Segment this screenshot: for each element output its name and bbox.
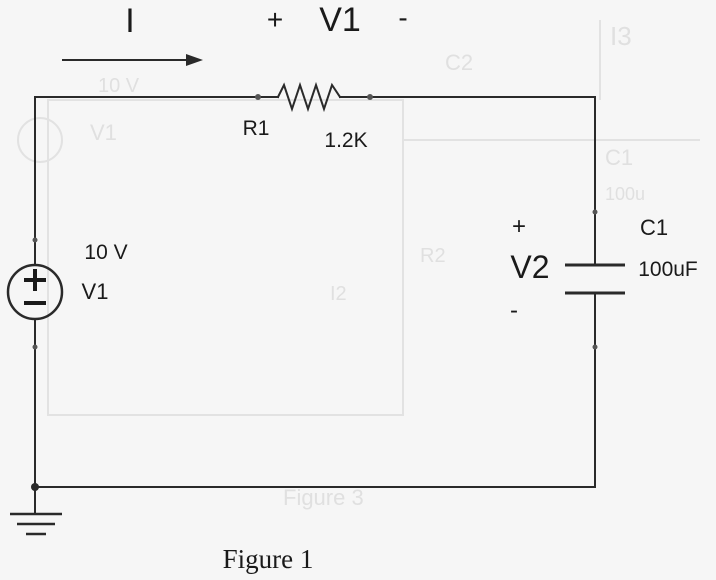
resistor-value: 1.2K bbox=[324, 129, 367, 152]
resistor-voltage-plus: + bbox=[267, 4, 283, 35]
ghost-text-5: C1 bbox=[605, 145, 633, 170]
ghost-text-6: 100u bbox=[605, 184, 645, 204]
capacitor-voltage-minus: - bbox=[510, 297, 518, 324]
capacitor-c1-symbol bbox=[565, 209, 625, 350]
current-arrow bbox=[62, 54, 203, 66]
ghost-text-1: I3 bbox=[610, 21, 632, 51]
resistor-voltage-minus: - bbox=[398, 2, 407, 33]
ghost-text-9: Figure 3 bbox=[283, 485, 364, 510]
ground-symbol bbox=[10, 483, 62, 536]
resistor-name: R1 bbox=[243, 117, 270, 140]
voltage-source-symbol bbox=[6, 237, 64, 350]
ghost-text-4: V1 bbox=[90, 120, 117, 145]
ghost-text-8: I2 bbox=[330, 283, 347, 305]
figure-caption: Figure 1 bbox=[223, 544, 314, 574]
source-name: V1 bbox=[82, 279, 109, 304]
ghost-text-7: R2 bbox=[420, 245, 446, 267]
capacitor-value: 100uF bbox=[638, 258, 698, 281]
circuit-wires bbox=[34, 96, 596, 513]
ghost-bleed-through: I3 C2 10 V V1 C1 100u R2 I2 Figure 3 bbox=[17, 20, 700, 510]
resistor-r1-symbol bbox=[255, 81, 373, 113]
capacitor-name: C1 bbox=[640, 215, 668, 240]
capacitor-voltage-plus: + bbox=[512, 213, 526, 240]
source-value: 10 V bbox=[84, 241, 127, 264]
ghost-text-2: C2 bbox=[445, 50, 473, 75]
capacitor-voltage-label: V2 bbox=[510, 249, 549, 285]
current-label: I bbox=[125, 2, 134, 40]
resistor-voltage-label: V1 bbox=[319, 1, 361, 39]
ghost-text-3: 10 V bbox=[98, 75, 140, 97]
